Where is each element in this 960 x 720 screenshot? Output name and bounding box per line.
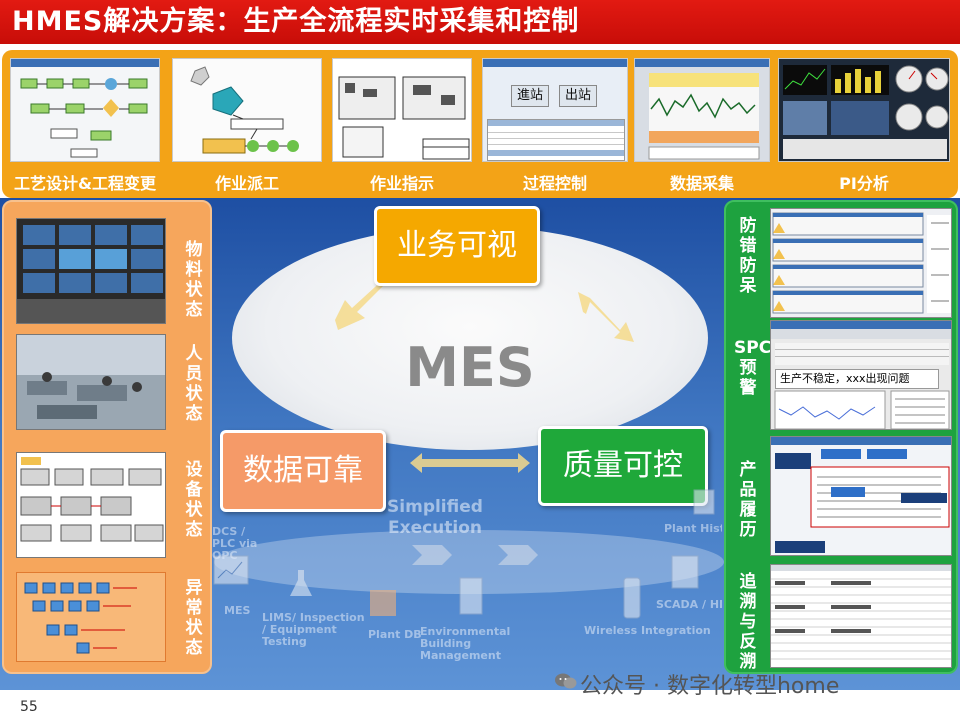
reliability-box: 数据可靠 <box>220 430 386 512</box>
right-label-traceability: 追溯与反溯 <box>739 572 757 672</box>
trace-table-image <box>771 565 951 667</box>
top-label-process-design: 工艺设计&工程变更 <box>14 174 156 193</box>
top-panel: 工艺设计&工程变更 作业派工 <box>2 50 958 198</box>
lims-label: LIMS/ Inspection / Equipment Testing <box>262 611 365 648</box>
chevron-arrow-1 <box>412 545 452 565</box>
data-collection-screenshot <box>634 58 770 162</box>
work-instruction-screenshot <box>332 58 472 162</box>
right-label-spc-alert: SPC预警 <box>734 338 772 398</box>
dashboard-thumb <box>783 65 949 159</box>
record-table <box>487 119 625 161</box>
right-panel: 防错防呆 SPC预警 <box>724 200 958 674</box>
mes-small-label: MES <box>224 604 251 617</box>
check-in-button: 進站 <box>511 85 549 107</box>
left-label-equipment: 设备状态 <box>185 460 203 540</box>
simplified-execution-label: Simplified Execution <box>387 497 483 538</box>
window-titlebar <box>483 59 627 67</box>
pi-analysis-screenshot <box>778 58 950 162</box>
dispatch-diagram-thumb <box>173 59 321 161</box>
historian-icon <box>693 489 715 515</box>
scada-icon <box>671 555 699 589</box>
wireless-label: Wireless Integration <box>584 624 711 637</box>
left-label-exception: 异常状态 <box>185 578 203 658</box>
history-tree-image <box>771 437 951 555</box>
quality-box: 质量可控 <box>538 426 708 506</box>
environmental-label: Environmental Building Management <box>420 625 511 662</box>
plant-db-label: Plant DB <box>368 628 422 641</box>
watermark-text: 公众号 · 数字化转型home <box>580 674 840 699</box>
historian-label: Plant Historian <box>664 522 722 535</box>
left-panel: 物料状态 人员状态 <box>2 200 212 674</box>
top-label-work-instruction: 作业指示 <box>369 174 434 193</box>
product-history-screenshot <box>770 436 952 556</box>
warning-dialogs-image <box>771 209 951 317</box>
workshop-image <box>17 335 165 429</box>
scada-label: SCADA / HMI <box>656 598 722 611</box>
visibility-box: 业务可视 <box>374 206 540 286</box>
page-number: 55 <box>20 699 38 715</box>
slide-title: HMES解决方案：生产全流程实时采集和控制 <box>0 0 960 44</box>
exception-diagram <box>16 572 166 662</box>
top-label-dispatch: 作业派工 <box>214 174 279 193</box>
dispatch-screenshot <box>172 58 322 162</box>
check-out-button: 出站 <box>559 85 597 107</box>
drawing-thumb <box>333 59 471 161</box>
exception-board-image <box>17 573 165 661</box>
bottom-bar <box>0 690 960 720</box>
flask-icon <box>290 570 312 596</box>
flow-diagram-thumb <box>11 59 159 158</box>
smt-line-image <box>17 453 165 557</box>
top-label-pi-analysis: PI分析 <box>839 174 889 193</box>
monitor-grid-image <box>17 219 165 323</box>
arrow-bottom <box>410 453 530 473</box>
mes-core-label: MES <box>405 336 535 399</box>
spc-chart-thumb <box>774 390 950 429</box>
process-control-screenshot: 進站 出站 <box>482 58 628 162</box>
spc-alert-screenshot: 生产不稳定，xxx出现问题 <box>770 320 952 430</box>
chevron-arrow-2 <box>498 545 538 565</box>
top-label-data-collection: 数据采集 <box>669 174 734 193</box>
email-header <box>775 343 949 365</box>
left-label-material: 物料状态 <box>185 240 203 320</box>
left-label-personnel: 人员状态 <box>185 344 203 424</box>
control-chart-thumb <box>635 59 769 161</box>
process-design-screenshot <box>10 58 160 162</box>
email-toolbar <box>771 329 951 339</box>
equipment-diagram <box>16 452 166 558</box>
spc-alert-message: 生产不稳定，xxx出现问题 <box>775 369 939 389</box>
plant-db-icon <box>370 590 396 616</box>
workshop-photo <box>16 334 166 430</box>
error-proofing-screenshot <box>770 208 952 318</box>
right-label-product-history: 产品履历 <box>739 460 757 540</box>
building-icon <box>459 577 483 615</box>
arrow-top-right <box>578 292 634 342</box>
video-wall-photo <box>16 218 166 324</box>
traceability-screenshot <box>770 564 952 668</box>
wireless-device-icon <box>623 577 641 619</box>
dcs-plc-label: DCS / PLC via OPC <box>212 525 258 562</box>
wechat-icon <box>555 673 577 689</box>
top-label-process-control: 过程控制 <box>522 174 587 193</box>
right-label-error-proofing: 防错防呆 <box>739 216 757 296</box>
mes-monitor-icon <box>213 555 249 585</box>
email-titlebar <box>771 321 951 329</box>
